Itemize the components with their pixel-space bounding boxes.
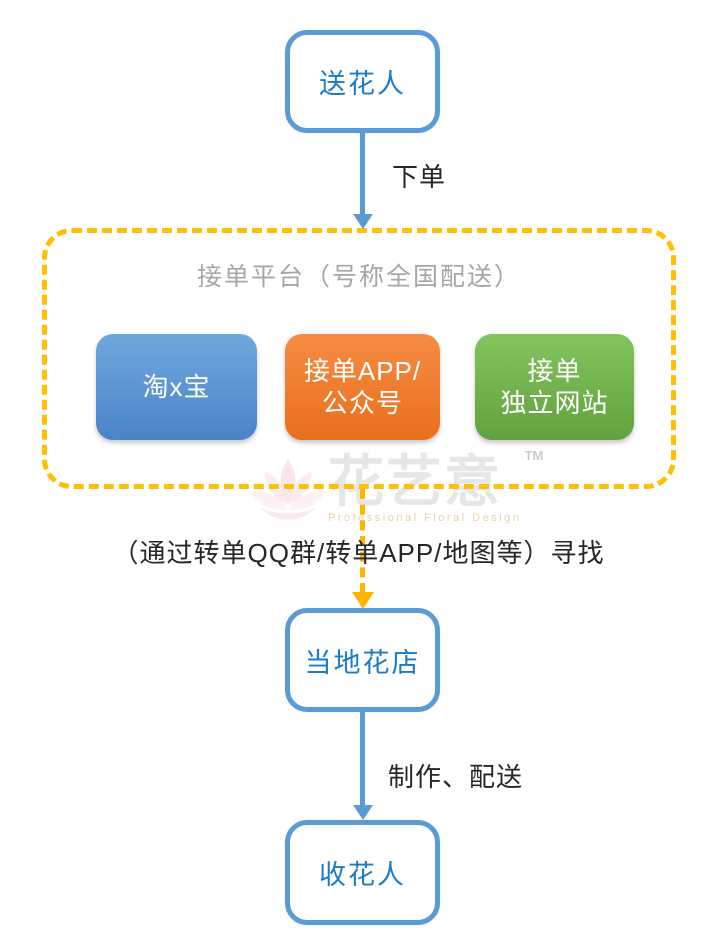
platform-tile-taobao-label: 淘x宝 — [142, 371, 211, 402]
arrow-sender-to-platform-head — [352, 214, 373, 229]
edge-label-deliver: 制作、配送 — [388, 762, 524, 792]
platform-tile-app-line2: 公众号 — [321, 388, 403, 418]
platform-tile-app-line1: 接单APP/ — [303, 355, 422, 386]
flow-node-local-shop: 当地花店 — [285, 608, 440, 712]
platform-group-container — [42, 228, 676, 489]
platform-tile-website: 接单 独立网站 — [475, 334, 634, 440]
arrow-shop-to-receiver — [360, 712, 365, 806]
flow-node-receiver-label: 收花人 — [319, 860, 406, 890]
edge-label-find: （通过转单QQ群/转单APP/地图等）寻找 — [112, 538, 605, 568]
arrow-sender-to-platform — [360, 133, 365, 215]
flow-node-local-shop-label: 当地花店 — [304, 647, 421, 678]
platform-tile-app-gongzhonghao: 接单APP/ 公众号 — [285, 334, 440, 440]
platform-tile-website-line1: 接单 — [527, 355, 582, 386]
platform-tile-taobao: 淘x宝 — [96, 334, 257, 440]
watermark-subtitle: Professional Floral Design — [328, 511, 522, 524]
platform-tile-website-line2: 独立网站 — [500, 388, 609, 418]
flow-node-receiver: 收花人 — [285, 820, 440, 925]
flow-node-sender: 送花人 — [285, 30, 440, 133]
arrow-platform-to-shop-head — [351, 592, 374, 609]
flow-node-sender-label: 送花人 — [319, 69, 406, 99]
edge-label-order: 下单 — [392, 162, 447, 192]
arrow-shop-to-receiver-head — [352, 805, 373, 820]
platform-group-title: 接单平台（号称全国配送） — [196, 263, 521, 291]
arrow-platform-to-shop — [360, 489, 365, 593]
